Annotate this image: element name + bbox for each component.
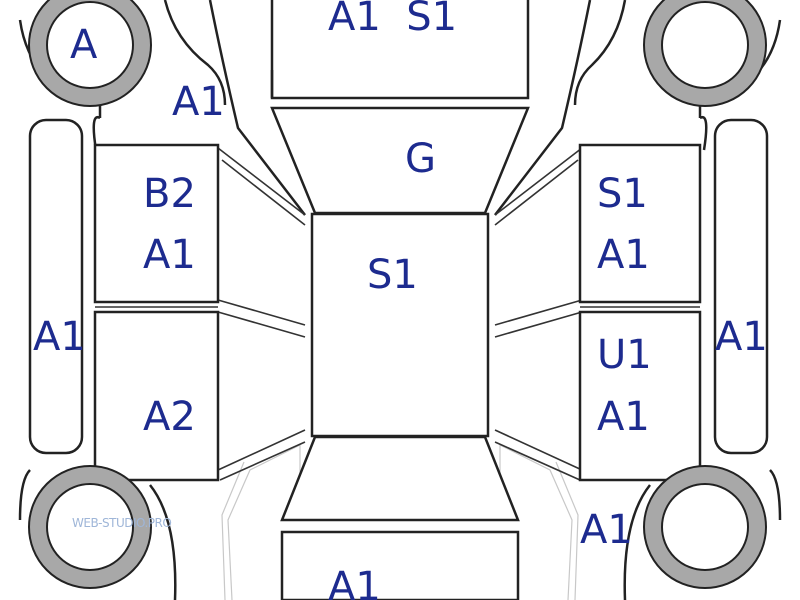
left-sill xyxy=(28,118,84,455)
label-trunk: A1 xyxy=(328,564,381,600)
right-front-door xyxy=(578,143,702,304)
wheel-front-left xyxy=(28,0,152,107)
label-right-sill: A1 xyxy=(715,314,768,360)
right-sill xyxy=(713,118,769,455)
wheel-rear-left xyxy=(28,465,152,589)
rear-window-panel xyxy=(280,435,520,522)
wheel-front-right xyxy=(643,0,767,107)
roof-panel xyxy=(310,212,490,438)
trunk-panel xyxy=(280,530,520,600)
label-left-sill: A1 xyxy=(33,314,86,360)
label-wheel-front-left: A xyxy=(70,22,98,68)
left-rear-door xyxy=(93,310,220,482)
label-left-front-door-1: B2 xyxy=(143,171,196,217)
right-rear-door xyxy=(578,310,702,482)
label-right-front-door-1: S1 xyxy=(597,171,648,217)
wheel-rear-right xyxy=(643,465,767,589)
label-windshield: G xyxy=(405,136,436,182)
left-front-door xyxy=(93,143,220,304)
label-left-front-door-2: A1 xyxy=(143,232,196,278)
windshield-panel xyxy=(270,106,530,215)
watermark: WEB-STUDIO.PRO xyxy=(72,516,171,530)
label-right-rear-door-1: U1 xyxy=(597,332,652,378)
label-roof: S1 xyxy=(367,252,418,298)
left-pillars xyxy=(217,147,306,481)
label-front-hood: A1 S1 xyxy=(328,0,457,40)
label-right-rear-fender: A1 xyxy=(580,507,633,553)
label-front-left-fender: A1 xyxy=(172,79,225,125)
label-left-rear-door: A2 xyxy=(143,394,196,440)
label-right-rear-door-2: A1 xyxy=(597,394,650,440)
label-right-front-door-2: A1 xyxy=(597,232,650,278)
right-pillars xyxy=(494,147,583,481)
front-hood-panel xyxy=(270,0,530,100)
